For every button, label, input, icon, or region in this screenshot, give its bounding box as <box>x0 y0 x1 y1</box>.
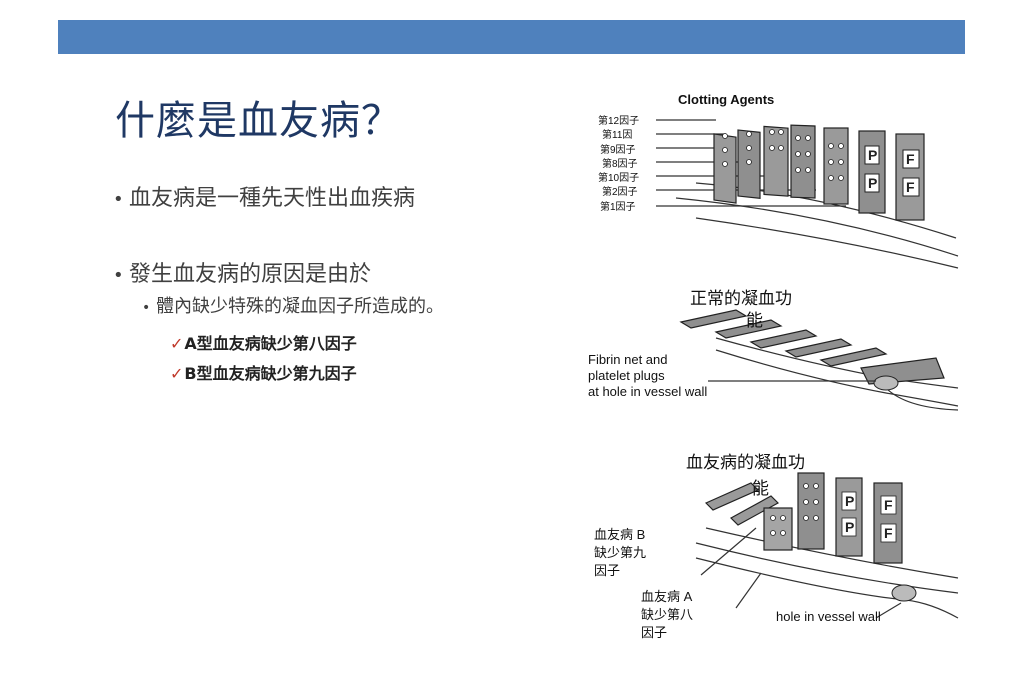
factor-label: 第10因子 <box>598 173 640 184</box>
bullet-dot-icon: • <box>113 265 124 286</box>
bullet-1-text: 血友病是一種先天性出血疾病 <box>129 186 416 211</box>
hemo-b-label: 因子 <box>594 563 621 578</box>
check-item-b: ✓B型血友病缺少第九因子 <box>170 360 357 384</box>
hole-label: hole in vessel wall <box>776 609 881 624</box>
factor-label: 第9因子 <box>600 145 636 156</box>
factor-label: 第1因子 <box>600 202 636 213</box>
svg-text:P: P <box>868 175 877 191</box>
clotting-illustration: PP FF <box>656 119 959 619</box>
fibrin-label: Fibrin net and <box>588 352 668 367</box>
check-item-a: ✓A型血友病缺少第八因子 <box>170 330 357 354</box>
normal-caption-cont: 能 <box>746 311 763 331</box>
factor-label: 第11因 <box>602 130 633 141</box>
hemo-a-label: 血友病 A <box>641 589 693 604</box>
hemo-b-label: 血友病 B <box>594 527 646 542</box>
bullet-dot-icon: • <box>113 189 124 210</box>
factor-label: 第8因子 <box>602 159 638 170</box>
svg-text:P: P <box>845 519 854 535</box>
bullet-2-text: 發生血友病的原因是由於 <box>129 262 372 287</box>
slide-title: 什麼是血友病？ <box>115 98 402 144</box>
hemo-b-label: 缺少第九 <box>594 545 647 560</box>
bullet-dot-icon: • <box>142 300 151 316</box>
svg-text:F: F <box>884 525 893 541</box>
svg-text:F: F <box>884 497 893 513</box>
svg-text:F: F <box>906 151 915 167</box>
sub-bullet-text: 體內缺少特殊的凝血因子所造成的。 <box>156 296 444 317</box>
check-item-b-text: B型血友病缺少第九因子 <box>184 364 357 383</box>
bullet-2: •發生血友病的原因是由於 <box>113 256 371 288</box>
hemophilia-caption: 血友病的凝血功 <box>686 453 805 473</box>
factor-label: 第12因子 <box>598 116 640 127</box>
factor-label: 第2因子 <box>602 187 638 198</box>
bullet-1: •血友病是一種先天性出血疾病 <box>113 180 415 212</box>
checkmark-icon: ✓ <box>170 364 184 383</box>
clotting-agents-title: Clotting Agents <box>678 92 775 107</box>
check-item-a-text: A型血友病缺少第八因子 <box>184 334 357 353</box>
fibrin-label: at hole in vessel wall <box>588 384 708 399</box>
normal-caption: 正常的凝血功 <box>690 289 792 309</box>
fibrin-label: platelet plugs <box>588 368 665 383</box>
svg-text:P: P <box>845 493 854 509</box>
sub-bullet: • 體內缺少特殊的凝血因子所造成的。 <box>142 292 444 318</box>
checkmark-icon: ✓ <box>170 334 184 353</box>
svg-text:F: F <box>906 179 915 195</box>
header-bar <box>58 20 965 54</box>
hemophilia-caption-cont: 能 <box>752 479 769 499</box>
hemo-a-label: 因子 <box>641 625 668 640</box>
hemo-a-label: 缺少第八 <box>641 607 694 622</box>
svg-text:P: P <box>868 147 877 163</box>
